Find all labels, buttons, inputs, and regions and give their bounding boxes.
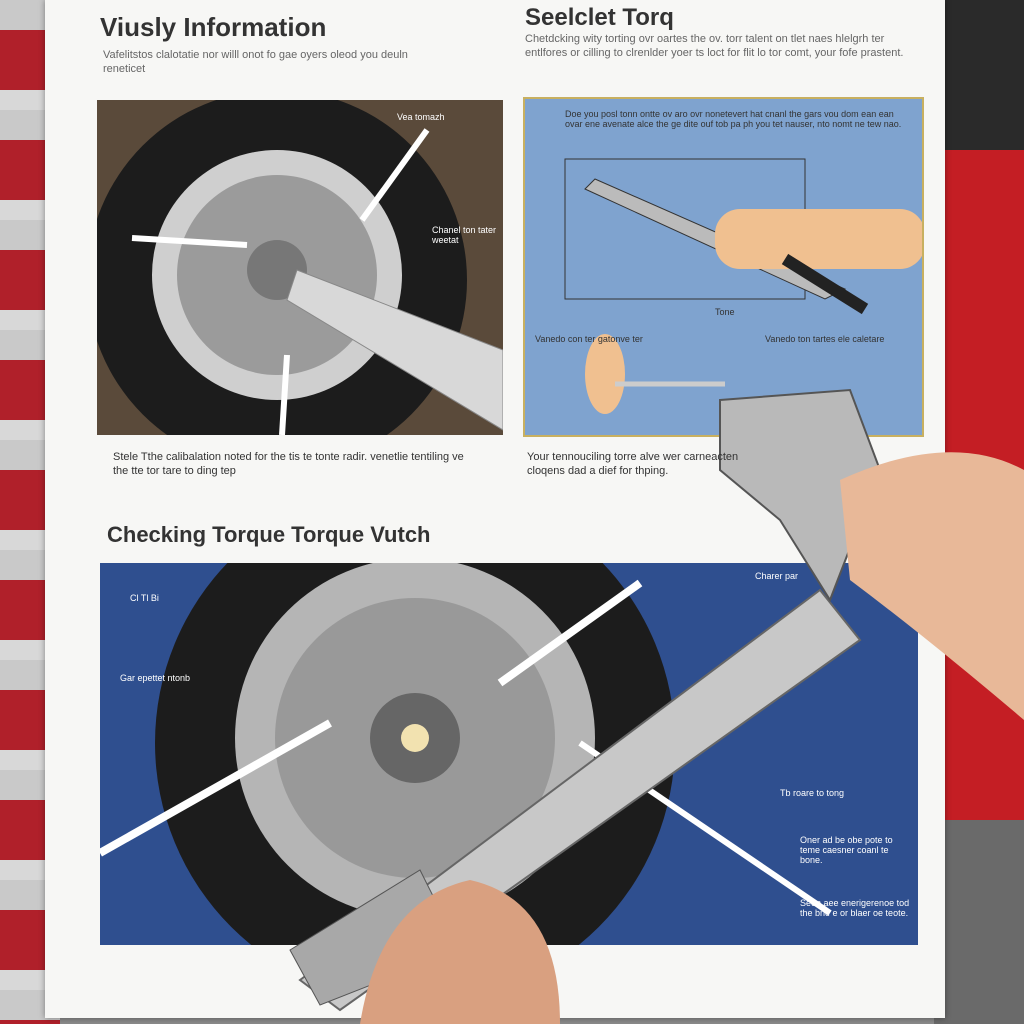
section-title: Checking Torque Torque Vutch — [107, 522, 431, 547]
panel2-intro: Doe you posl tonn ontte ov aro ovr nonet… — [565, 109, 902, 129]
panel-wheel-photo: Vea tomazh Chanel ton tater weetat — [97, 100, 503, 435]
panel3-label: Gar epettet ntonb — [120, 673, 191, 683]
panel3-label: Cl Tl Bi — [130, 593, 159, 603]
right-title: Seelclet Torq — [525, 4, 674, 31]
wrench-hand-illustration — [564, 158, 922, 414]
panel2-label: Vanedo ton tartes ele caletare — [765, 334, 885, 344]
instruction-poster: Viusly Information Vafelitstos clalotati… — [45, 0, 945, 1018]
right-subtitle: Chetdcking wity torting ovr oartes the o… — [525, 33, 904, 59]
panel3-label: Oner ad be obe pote to teme caesner coan… — [800, 835, 893, 865]
wheel-diagram-illustration — [100, 563, 832, 945]
panel1-label: Vea tomazh — [397, 112, 445, 122]
left-subtitle: Vafelitstos clalotatie nor willl onot fo… — [103, 49, 408, 75]
panel3-label: Charer par — [755, 571, 799, 581]
panel1-caption: Stele Tthe calibalation noted for the ti… — [113, 451, 464, 477]
panel3-label: Seen aee enerigerenoe tod the bne e or b… — [800, 898, 910, 918]
panel3-label: Tb roare to tong — [780, 788, 845, 798]
left-title: Viusly Information — [100, 12, 327, 42]
panel2-label: Vanedo con ter gatonve ter — [535, 334, 643, 344]
panel-wheel-diagram: Cl Tl Bi Gar epettet ntonb Charer par Tb… — [100, 563, 918, 945]
panel2-label: Tone — [715, 307, 735, 317]
wheel-illustration — [97, 100, 503, 435]
tool-cabinet-right — [934, 0, 1024, 1024]
panel1-label: Chanel ton tater weetat — [432, 225, 497, 245]
panel-wrench-diagram: Doe you posl tonn ontte ov aro ovr nonet… — [523, 97, 924, 437]
panel2-caption: Your tennouciling torre alve wer carneac… — [527, 451, 739, 477]
